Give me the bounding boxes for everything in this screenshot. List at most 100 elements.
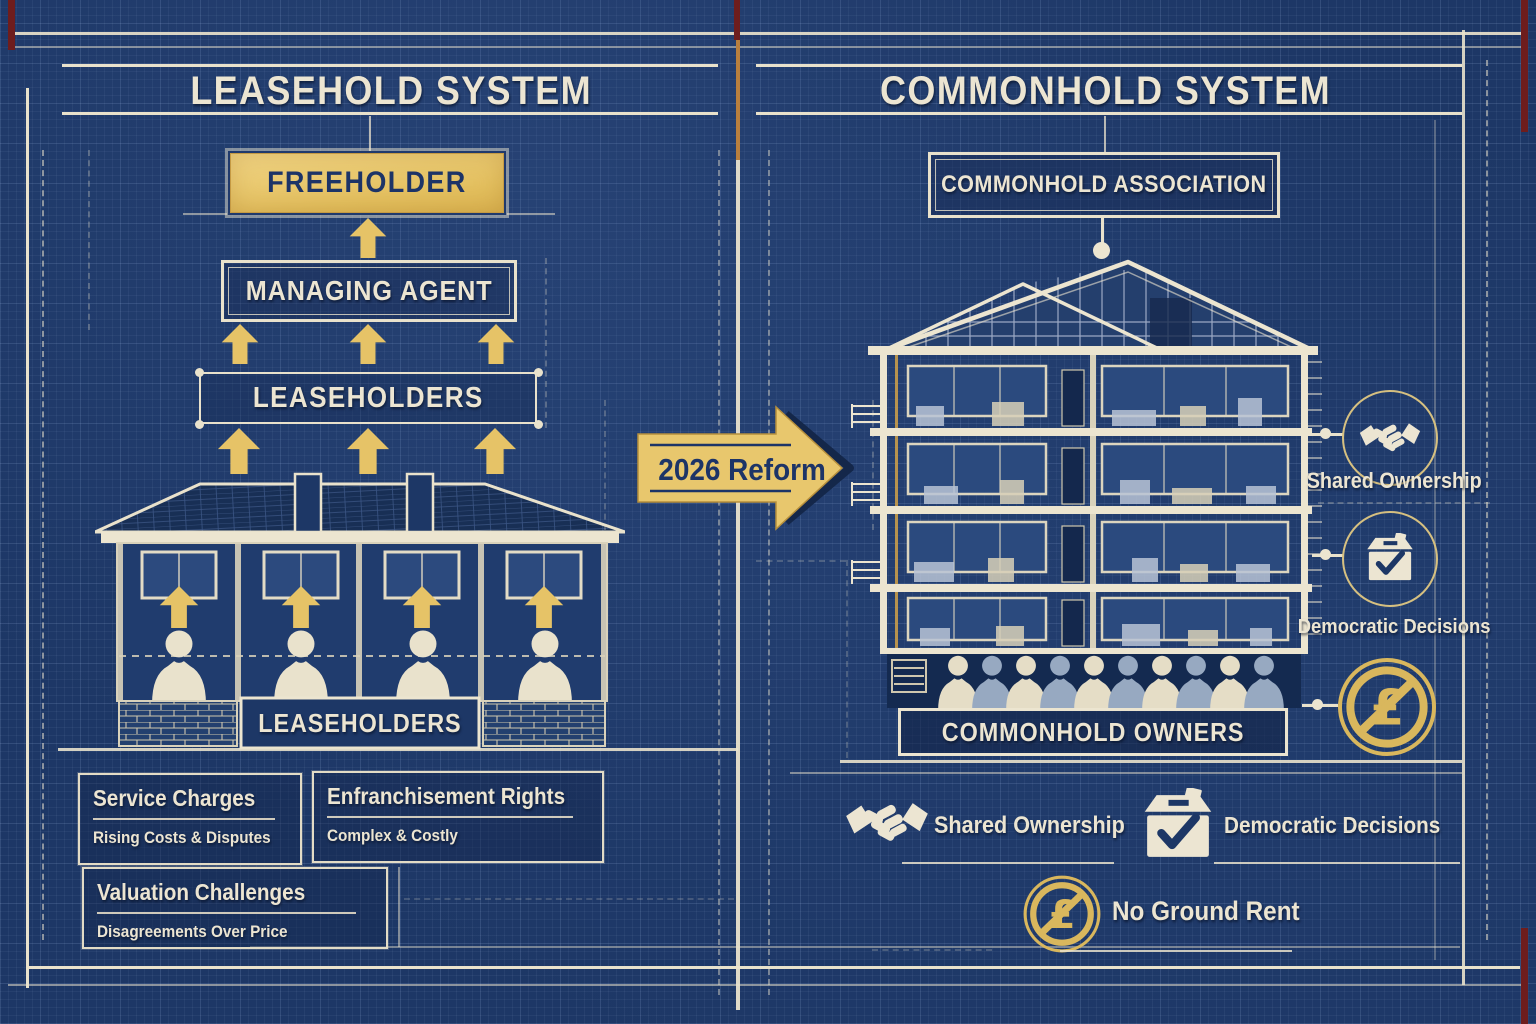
frame-line — [250, 946, 1460, 948]
democratic-decisions-callout — [1342, 511, 1438, 607]
freeholder-box: FREEHOLDER — [228, 151, 506, 215]
dimension-ticks — [1308, 361, 1322, 635]
right-panel-title: COMMONHOLD SYSTEM — [756, 68, 1456, 114]
frame-line — [62, 112, 718, 115]
eaves-slab — [868, 346, 1318, 355]
leaseholders-label: LEASEHOLDERS — [252, 381, 484, 414]
connector-dot — [1312, 699, 1323, 710]
divider — [93, 818, 276, 820]
owners-banner: COMMONHOLD OWNERS — [898, 708, 1288, 756]
construction-line — [872, 400, 874, 530]
reform-arrow-label-wrap: 2026 Reform — [642, 446, 842, 494]
unit-windows — [906, 364, 1290, 642]
connector-line — [1104, 116, 1106, 152]
banner-box — [239, 696, 481, 750]
freeholder-label: FREEHOLDER — [267, 166, 467, 199]
ballot-box-icon — [1140, 788, 1216, 864]
no-ground-rent-callout — [1336, 656, 1438, 758]
leasehold-building — [95, 472, 625, 750]
secondary-gable — [884, 282, 1162, 352]
benefit-no-ground-rent — [1022, 874, 1102, 954]
no-ground-rent-icon — [1336, 656, 1438, 758]
frame-line — [62, 64, 718, 67]
divider — [97, 912, 357, 914]
arrow-body — [637, 405, 844, 531]
red-accent-bar — [8, 0, 15, 50]
left-wall — [880, 355, 887, 653]
gable-inner-line — [899, 271, 1299, 351]
up-arrow-icon — [343, 428, 393, 474]
benefit-label: No Ground Rent — [1112, 896, 1300, 926]
construction-line — [1318, 502, 1490, 504]
ballot-box-icon — [1364, 533, 1416, 585]
frame-line — [756, 112, 1462, 115]
shared-ownership-callout — [1342, 390, 1438, 486]
up-arrow-icon — [346, 324, 390, 364]
issue-title: Enfranchisement Rights — [327, 783, 566, 809]
roof — [95, 482, 625, 534]
ground-line — [840, 760, 1462, 763]
left-panel-title: LEASEHOLD SYSTEM — [62, 68, 720, 114]
construction-line — [846, 560, 848, 758]
center-wall — [1090, 355, 1096, 648]
divider-dashed-line — [768, 150, 770, 995]
building-banner-label: LEASEHOLDERS — [258, 707, 462, 738]
underline — [1060, 950, 1292, 952]
pilasters — [117, 543, 607, 701]
connector-dot — [1320, 428, 1331, 439]
up-arrow-icon — [218, 324, 262, 364]
frame-line — [1434, 120, 1436, 960]
issue-subtitle: Rising Costs & Disputes — [93, 828, 271, 847]
commonhold-association-label: COMMONHOLD ASSOCIATION — [941, 171, 1267, 198]
up-arrow-icon — [214, 428, 264, 474]
construction-line — [404, 898, 734, 900]
benefit-label: Shared Ownership — [934, 812, 1125, 839]
commonhold-association-box: COMMONHOLD ASSOCIATION — [928, 152, 1280, 218]
frame-line — [1486, 60, 1488, 940]
window-mullions — [178, 552, 545, 598]
main-gable — [884, 259, 1313, 353]
handshake-icon — [1359, 419, 1421, 457]
connector-dot — [1093, 242, 1110, 259]
ground-line — [790, 772, 1462, 774]
construction-line — [604, 400, 606, 530]
chimney — [405, 472, 435, 534]
benefit-ballot — [1140, 788, 1216, 864]
construction-line — [398, 867, 400, 947]
construction-line — [872, 949, 992, 951]
managing-agent-box: MANAGING AGENT — [221, 260, 517, 322]
construction-line — [756, 560, 846, 562]
balconies — [851, 404, 882, 584]
issue-title: Service Charges — [93, 785, 256, 811]
leaseholders-box: LEASEHOLDERS — [195, 368, 537, 424]
frame-line — [8, 984, 1528, 986]
right-panel-title-text: COMMONHOLD SYSTEM — [880, 68, 1332, 113]
right-wall — [1301, 355, 1308, 653]
frame-line — [756, 64, 1462, 67]
left-panel-title-text: LEASEHOLD SYSTEM — [190, 68, 592, 113]
frame-line — [8, 46, 1528, 48]
frame-line — [1462, 30, 1465, 985]
frame-line — [26, 88, 29, 988]
up-arrow-icon — [346, 218, 390, 258]
red-accent-bar — [1521, 0, 1528, 132]
benefit-label-wrap: Democratic Decisions — [1224, 812, 1474, 846]
building-banner: LEASEHOLDERS — [241, 698, 479, 748]
commonhold-building — [851, 259, 1322, 710]
window-mullions — [953, 366, 1227, 640]
doors — [1061, 369, 1085, 647]
red-accent-bar — [734, 0, 740, 40]
callout-label: Democratic Decisions — [1297, 615, 1491, 638]
attic-room — [1150, 298, 1192, 346]
callout-label-wrap: Democratic Decisions — [1290, 612, 1498, 642]
benefit-label-wrap: Shared Ownership — [934, 812, 1164, 846]
arrow-outline — [783, 410, 854, 526]
arrow-inner-lines — [650, 443, 791, 493]
managing-agent-label: MANAGING AGENT — [245, 275, 493, 306]
attic-fill — [885, 262, 1312, 350]
issue-box-valuation: Valuation Challenges Disagreements Over … — [82, 867, 388, 949]
benefit-label: Democratic Decisions — [1224, 812, 1441, 838]
underline — [902, 862, 1114, 864]
vent-grill — [891, 659, 927, 693]
